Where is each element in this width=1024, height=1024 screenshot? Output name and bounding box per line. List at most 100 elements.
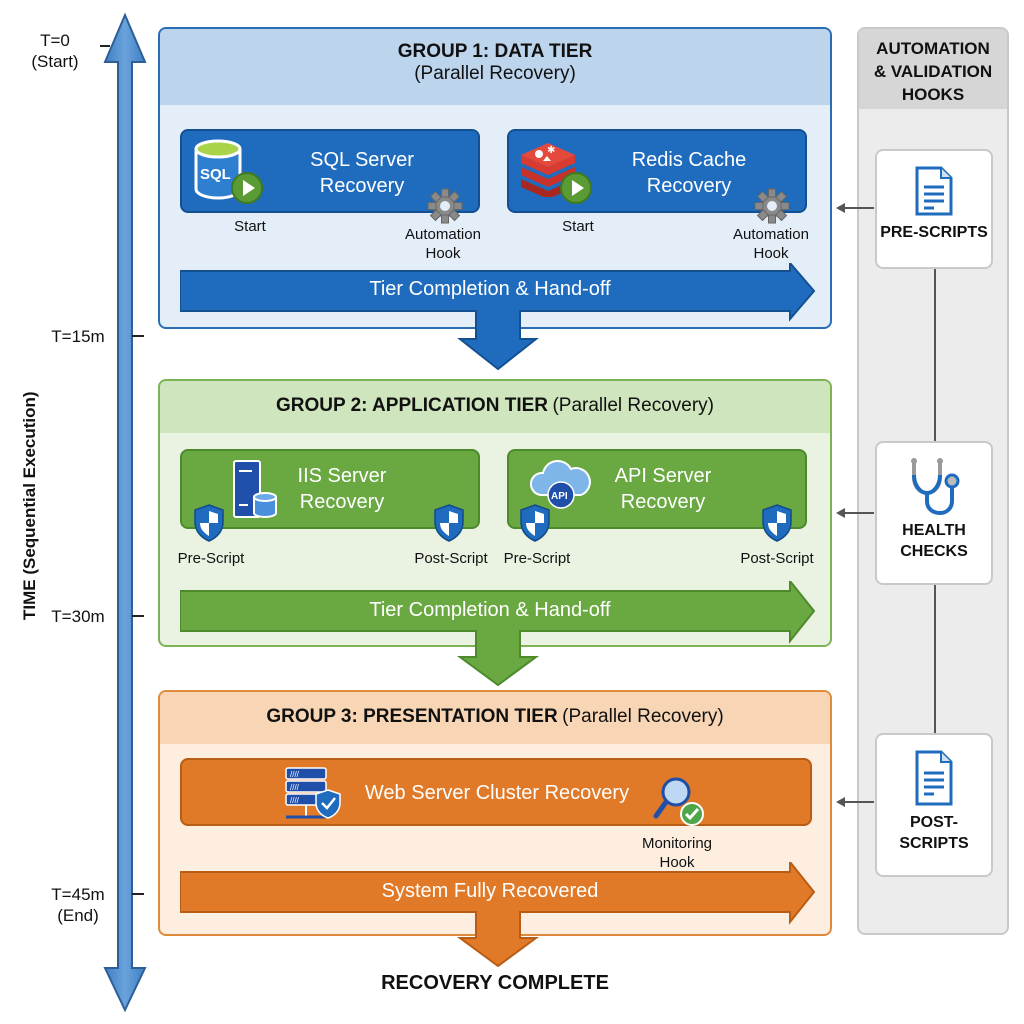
play-icon xyxy=(560,172,592,204)
pre-scripts-hook[interactable]: PRE-SCRIPTS xyxy=(875,149,993,269)
svg-text:✱: ✱ xyxy=(547,145,555,156)
card-title-line: Recovery xyxy=(620,491,706,513)
timeline-axis-title: TIME (Sequential Execution) xyxy=(20,391,39,620)
recovery-complete-label: RECOVERY COMPLETE xyxy=(381,972,609,994)
svg-text:API: API xyxy=(551,491,568,502)
group-title: GROUP 3: PRESENTATION TIER xyxy=(266,706,558,727)
tick-sub: (Start) xyxy=(31,52,79,71)
shield-icon xyxy=(194,504,224,542)
tick-label-30m: T=30m xyxy=(38,606,118,627)
redis-cache-recovery-card[interactable]: ✱ Redis Cache Recovery xyxy=(507,129,807,224)
tick-label-start: T=0 (Start) xyxy=(18,30,92,72)
automation-hook-label: Automation Hook xyxy=(388,225,498,263)
timeline-arrow xyxy=(100,12,147,1013)
api-server-recovery-card[interactable]: API API Server Recovery xyxy=(507,449,807,529)
panel-title-line: AUTOMATION xyxy=(876,39,990,58)
group-data-tier: GROUP 1: DATA TIER (Parallel Recovery) S… xyxy=(158,27,832,371)
pre-scripts-connector xyxy=(844,207,874,209)
group-presentation-tier: GROUP 3: PRESENTATION TIER (Parallel Rec… xyxy=(158,690,832,968)
tick-time: T=15m xyxy=(51,327,105,346)
card-title-line: SQL Server xyxy=(310,149,414,171)
group-application-tier: GROUP 2: APPLICATION TIER (Parallel Reco… xyxy=(158,379,832,687)
server-cluster-shield-icon: //// //// //// xyxy=(285,767,341,819)
tick-time: T=45m xyxy=(51,885,105,904)
start-label: Start xyxy=(234,218,266,235)
card-title-line: Recovery xyxy=(299,491,385,513)
panel-title-line: HOOKS xyxy=(901,85,965,104)
web-server-cluster-recovery-card[interactable]: //// //// //// Web Server Cluster Recove… xyxy=(180,758,812,826)
health-checks-hook[interactable]: HEALTH CHECKS xyxy=(875,441,993,585)
card-title-line: Recovery xyxy=(646,175,732,197)
stethoscope-icon xyxy=(911,458,960,516)
svg-text:////: //// xyxy=(290,796,300,805)
svg-text:SQL: SQL xyxy=(200,166,231,183)
label-line: Hook xyxy=(425,245,461,262)
panel-title-line: & VALIDATION xyxy=(873,62,993,81)
card-title: Redis Cache Recovery xyxy=(589,147,789,199)
sql-server-recovery-card[interactable]: SQL SQL Server Recovery xyxy=(180,129,480,224)
monitoring-hook-label: Monitoring Hook xyxy=(622,834,732,872)
document-icon xyxy=(915,750,953,806)
tier-handoff-arrow xyxy=(180,581,816,687)
group-subtitle: (Parallel Recovery) xyxy=(414,63,576,84)
post-script-label: Post-Script xyxy=(414,550,488,567)
server-database-icon xyxy=(233,460,277,518)
hook-connector-line xyxy=(934,583,936,733)
tick-sub: (End) xyxy=(57,906,99,925)
card-title-line: IIS Server xyxy=(297,465,387,487)
label-line: Monitoring xyxy=(641,835,713,852)
shield-icon xyxy=(434,504,464,542)
tick-label-15m: T=15m xyxy=(38,326,118,347)
label-line: Automation xyxy=(405,226,481,243)
hook-label: CHECKS xyxy=(900,543,968,560)
iis-server-recovery-card[interactable]: IIS Server Recovery xyxy=(180,449,480,529)
system-recovered-arrow xyxy=(180,862,816,968)
shield-icon xyxy=(520,504,550,542)
card-title-line: API Server xyxy=(614,465,712,487)
play-icon xyxy=(231,172,263,204)
group-title: GROUP 2: APPLICATION TIER xyxy=(275,395,548,416)
group-subtitle: (Parallel Recovery) xyxy=(562,706,724,727)
hook-connector-line xyxy=(934,267,936,443)
flow-label: System Fully Recovered xyxy=(381,880,599,902)
hook-label: POST- xyxy=(909,814,958,831)
document-icon xyxy=(915,166,953,216)
pre-script-label: Pre-Script xyxy=(503,550,571,567)
automation-hook-label: Automation Hook xyxy=(716,225,826,263)
gear-icon xyxy=(427,188,463,224)
start-label: Start xyxy=(562,218,594,235)
sql-database-icon: SQL xyxy=(194,139,242,200)
shield-icon xyxy=(762,504,792,542)
flow-label: Tier Completion & Hand-off xyxy=(369,599,611,621)
hook-label: PRE-SCRIPTS xyxy=(880,224,988,241)
group-subtitle: (Parallel Recovery) xyxy=(552,395,714,416)
post-script-label: Post-Script xyxy=(740,550,814,567)
group-header: GROUP 2: APPLICATION TIER (Parallel Reco… xyxy=(160,381,830,433)
group-title: GROUP 1: DATA TIER xyxy=(397,41,593,62)
connector-arrowhead xyxy=(836,508,845,518)
panel-header: AUTOMATION & VALIDATION HOOKS xyxy=(859,29,1007,109)
hook-label: HEALTH xyxy=(902,522,966,539)
group-header: GROUP 1: DATA TIER (Parallel Recovery) xyxy=(160,29,830,105)
card-title-line: Recovery xyxy=(319,175,405,197)
post-scripts-hook[interactable]: POST- SCRIPTS xyxy=(875,733,993,877)
pre-script-label: Pre-Script xyxy=(177,550,245,567)
tick-time: T=30m xyxy=(51,607,105,626)
tick-time: T=0 xyxy=(40,31,70,50)
group-header: GROUP 3: PRESENTATION TIER (Parallel Rec… xyxy=(160,692,830,744)
label-line: Hook xyxy=(659,854,695,871)
card-title: IIS Server Recovery xyxy=(272,463,412,515)
tier-handoff-arrow xyxy=(180,263,816,371)
label-line: Automation xyxy=(733,226,809,243)
card-title: API Server Recovery xyxy=(593,463,733,515)
connector-arrowhead xyxy=(836,203,845,213)
card-title: SQL Server Recovery xyxy=(262,147,462,199)
connector-arrowhead xyxy=(836,797,845,807)
flow-label: Tier Completion & Hand-off xyxy=(369,278,611,300)
svg-text:////: //// xyxy=(290,783,300,792)
hook-label: SCRIPTS xyxy=(899,835,969,852)
post-scripts-connector xyxy=(844,801,874,803)
gear-icon xyxy=(754,188,790,224)
tick-label-45m: T=45m (End) xyxy=(38,884,118,926)
api-cloud-icon: API xyxy=(529,459,591,509)
